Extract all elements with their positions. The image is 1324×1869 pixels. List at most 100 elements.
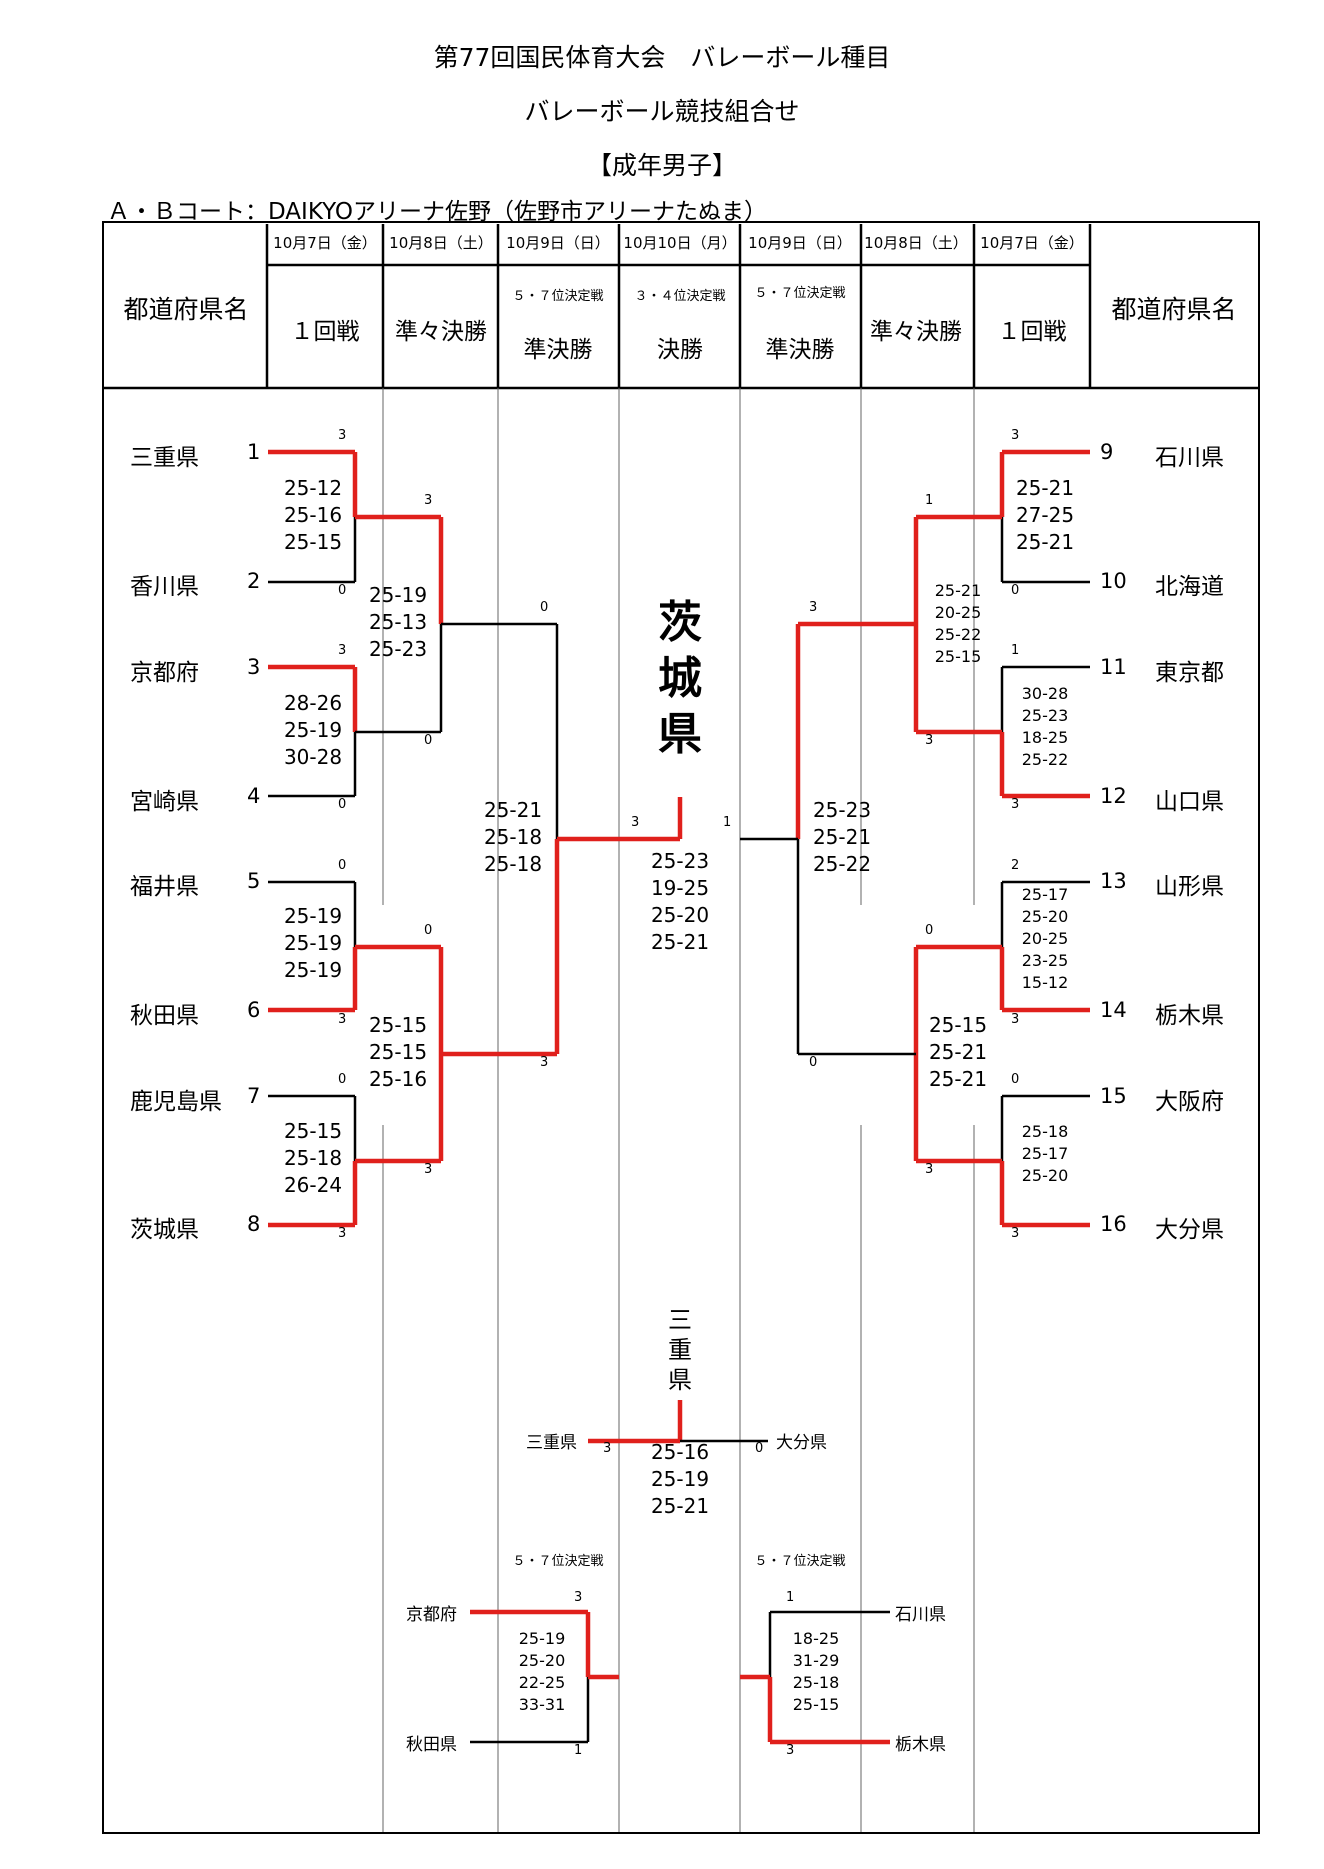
- set-count: 0: [338, 797, 347, 812]
- fifth-place-note: ５・７位決定戦: [754, 1554, 846, 1569]
- score-block: 25-16 25-19 25-21: [650, 1440, 710, 1518]
- division-title: 【成年男子】: [586, 151, 737, 180]
- set-count: 0: [1011, 1072, 1020, 1087]
- set-count: 3: [925, 733, 934, 748]
- set-count: 3: [1011, 428, 1020, 443]
- column-note: ３・４位決定戦: [634, 289, 726, 304]
- score-block: 25-15 25-18 26-24: [283, 1119, 343, 1197]
- score-block: 25-18 25-17 25-20: [1021, 1122, 1069, 1185]
- set-count: 3: [338, 643, 347, 658]
- score-block: 25-21 25-18 25-18: [483, 798, 543, 876]
- team-seed: 2: [247, 569, 261, 593]
- set-count: 0: [338, 583, 347, 598]
- score-block: 18-25 31-29 25-18 25-15: [792, 1629, 840, 1714]
- score-block: 25-23 25-21 25-22: [812, 798, 872, 876]
- score-block: 25-12 25-16 25-15: [283, 476, 343, 554]
- page-title: 第77回国民体育大会 バレーボール種目: [433, 43, 891, 72]
- team-name: 香川県: [130, 574, 199, 600]
- set-count: 3: [338, 1012, 347, 1027]
- set-count: 3: [631, 815, 640, 830]
- column-note: ５・７位決定戦: [512, 289, 604, 304]
- set-count: 3: [424, 493, 433, 508]
- set-count: 2: [1011, 858, 1020, 873]
- set-count: 0: [338, 1072, 347, 1087]
- team-seed: 11: [1100, 655, 1127, 679]
- team-seed: 3: [247, 655, 261, 679]
- fifth-place-team: 京都府: [406, 1605, 457, 1625]
- column-date: 10月9日（日）: [506, 234, 610, 252]
- team-seed: 12: [1100, 784, 1127, 808]
- team-name: 宮崎県: [130, 789, 199, 815]
- column-round: 準々決勝: [870, 319, 962, 345]
- team-seed: 14: [1100, 998, 1127, 1022]
- third-place-team: 大分県: [776, 1433, 827, 1453]
- score-block: 25-19 25-13 25-23: [368, 583, 428, 661]
- pref-header: 都道府県名: [123, 295, 249, 324]
- column-date: 10月8日（土）: [864, 234, 968, 252]
- column-round: １回戦: [290, 319, 360, 345]
- fifth-place-team: 栃木県: [895, 1735, 946, 1755]
- set-count: 3: [809, 600, 818, 615]
- team-name: 山口県: [1155, 789, 1224, 815]
- set-count: 3: [338, 428, 347, 443]
- fifth-place-team: 秋田県: [406, 1735, 457, 1755]
- team-name: 山形県: [1155, 874, 1224, 900]
- court-venue: Ａ・Ｂコート：DAIKYOアリーナ佐野（佐野市アリーナたぬま）: [107, 199, 767, 225]
- score-block: 25-21 27-25 25-21: [1015, 476, 1075, 554]
- column-round: 決勝: [657, 337, 703, 363]
- column-round: 準決勝: [523, 337, 593, 363]
- set-count: 3: [574, 1590, 583, 1605]
- set-count: 3: [338, 1226, 347, 1241]
- team-name: 鹿児島県: [130, 1089, 222, 1115]
- score-block: 25-15 25-21 25-21: [928, 1013, 988, 1091]
- pref-header: 都道府県名: [1111, 295, 1237, 324]
- column-date: 10月7日（金）: [980, 234, 1084, 252]
- team-name: 秋田県: [130, 1003, 199, 1029]
- column-date: 10月7日（金）: [273, 234, 377, 252]
- team-name: 福井県: [130, 874, 199, 900]
- team-seed: 16: [1100, 1212, 1127, 1236]
- team-seed: 8: [247, 1212, 261, 1236]
- column-round: 準決勝: [765, 337, 835, 363]
- set-count: 3: [1011, 1226, 1020, 1241]
- score-block: 25-17 25-20 20-25 23-25 15-12: [1021, 885, 1069, 992]
- set-count: 1: [574, 1743, 583, 1758]
- set-count: 3: [424, 1162, 433, 1177]
- team-seed: 7: [247, 1084, 261, 1108]
- bracket-frame: [102, 221, 1260, 1834]
- column-date: 10月9日（日）: [748, 234, 852, 252]
- team-name: 東京都: [1155, 660, 1224, 686]
- set-count: 1: [723, 815, 732, 830]
- team-seed: 6: [247, 998, 261, 1022]
- fifth-place-note: ５・７位決定戦: [512, 1554, 604, 1569]
- team-name: 京都府: [130, 660, 199, 686]
- set-count: 0: [1011, 583, 1020, 598]
- team-name: 石川県: [1155, 445, 1224, 471]
- column-round: 準々決勝: [395, 319, 487, 345]
- column-date: 10月8日（土）: [389, 234, 493, 252]
- team-seed: 15: [1100, 1084, 1127, 1108]
- set-count: 1: [786, 1590, 795, 1605]
- set-count: 0: [755, 1441, 764, 1456]
- set-count: 3: [1011, 1012, 1020, 1027]
- set-count: 0: [338, 858, 347, 873]
- score-block: 25-21 20-25 25-22 25-15: [934, 581, 982, 666]
- score-block: 30-28 25-23 18-25 25-22: [1021, 684, 1069, 769]
- column-note: ５・７位決定戦: [754, 286, 846, 301]
- column-round: １回戦: [997, 319, 1067, 345]
- set-count: 0: [540, 600, 549, 615]
- team-name: 茨城県: [130, 1217, 199, 1243]
- set-count: 1: [1011, 643, 1020, 658]
- set-count: 1: [925, 493, 934, 508]
- team-name: 大分県: [1155, 1217, 1224, 1243]
- page-subtitle: バレーボール競技組合せ: [524, 97, 800, 126]
- score-block: 25-19 25-20 22-25 33-31: [518, 1629, 566, 1714]
- team-seed: 10: [1100, 569, 1127, 593]
- set-count: 3: [603, 1441, 612, 1456]
- set-count: 3: [925, 1162, 934, 1177]
- score-block: 25-15 25-15 25-16: [368, 1013, 428, 1091]
- set-count: 0: [925, 923, 934, 938]
- set-count: 0: [809, 1055, 818, 1070]
- third-place-winner: 三 重 県: [668, 1306, 692, 1394]
